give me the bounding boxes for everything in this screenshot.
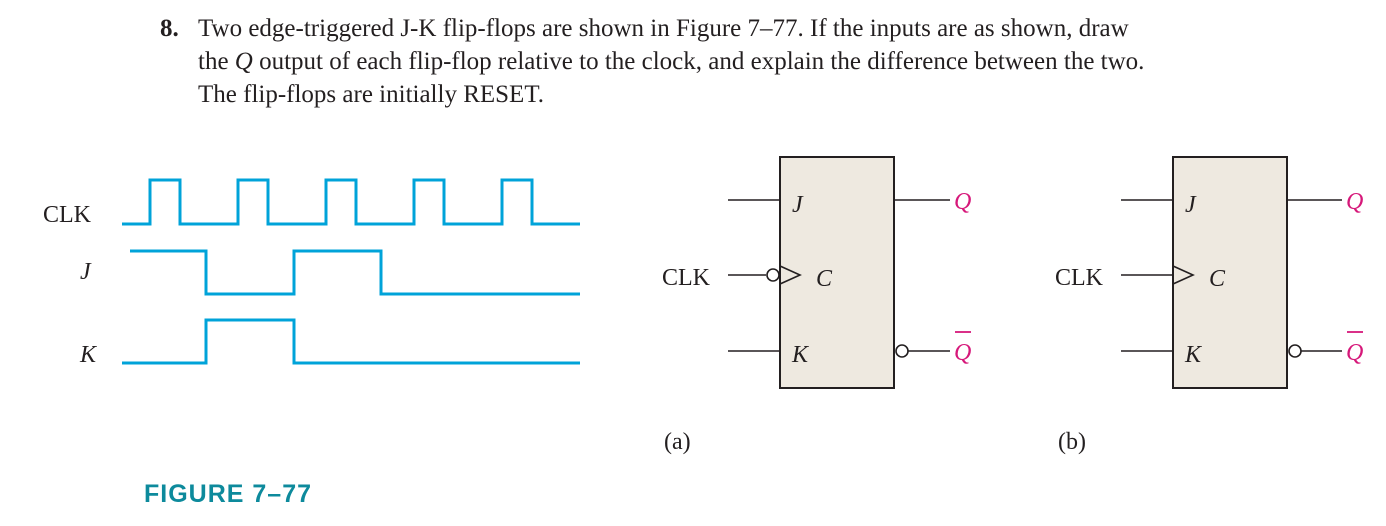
flipflop-a-caption: (a) bbox=[664, 429, 691, 455]
signal-label-clk: CLK bbox=[43, 202, 92, 228]
flipflop-a-c-label: C bbox=[816, 266, 833, 292]
flipflop-b-k-label: K bbox=[1184, 342, 1203, 368]
problem-number: 8. bbox=[160, 15, 179, 42]
flipflop-b-caption: (b) bbox=[1058, 429, 1086, 455]
flipflop-a-qbar-bubble bbox=[895, 344, 909, 358]
flipflop-a-clk-inversion-bubble bbox=[766, 268, 780, 282]
flipflop-b-box bbox=[1172, 156, 1288, 389]
flipflop-a-clk-label: CLK bbox=[662, 265, 711, 291]
j-waveform bbox=[130, 249, 580, 296]
clk-waveform bbox=[122, 178, 580, 226]
problem-line-3: The flip-flops are initially RESET. bbox=[198, 81, 544, 108]
flipflop-b-clock-triangle bbox=[1172, 265, 1195, 285]
k-waveform bbox=[122, 318, 580, 365]
flipflop-a-box bbox=[779, 156, 895, 389]
signal-label-j: J bbox=[80, 259, 92, 285]
flipflop-a: J C K Q Q CLK (a) bbox=[662, 156, 971, 455]
q-symbol: Q bbox=[234, 48, 253, 75]
problem-line-1: Two edge-triggered J-K flip-flops are sh… bbox=[198, 15, 1129, 42]
flipflop-b-qbar-bubble bbox=[1288, 344, 1302, 358]
flipflop-b-c-label: C bbox=[1209, 266, 1226, 292]
flipflop-b-j-label: J bbox=[1185, 192, 1197, 218]
flipflop-a-j-label: J bbox=[792, 192, 804, 218]
flipflop-b-clk-label: CLK bbox=[1055, 265, 1104, 291]
flipflop-a-q-label: Q bbox=[954, 189, 971, 215]
figure-caption: FIGURE 7–77 bbox=[144, 480, 313, 508]
flipflop-a-clock-triangle bbox=[779, 265, 802, 285]
flipflop-b-q-label: Q bbox=[1346, 189, 1363, 215]
signal-label-k: K bbox=[79, 342, 98, 368]
flipflop-b-qbar-label: Q bbox=[1346, 340, 1363, 366]
flipflop-a-k-label: K bbox=[791, 342, 810, 368]
timing-diagram: CLK J K bbox=[43, 178, 580, 368]
flipflop-b: J C K Q Q CLK (b) bbox=[1055, 156, 1363, 455]
flipflop-a-qbar-label: Q bbox=[954, 340, 971, 366]
problem-line-2: the Q output of each flip-flop relative … bbox=[198, 48, 1145, 75]
